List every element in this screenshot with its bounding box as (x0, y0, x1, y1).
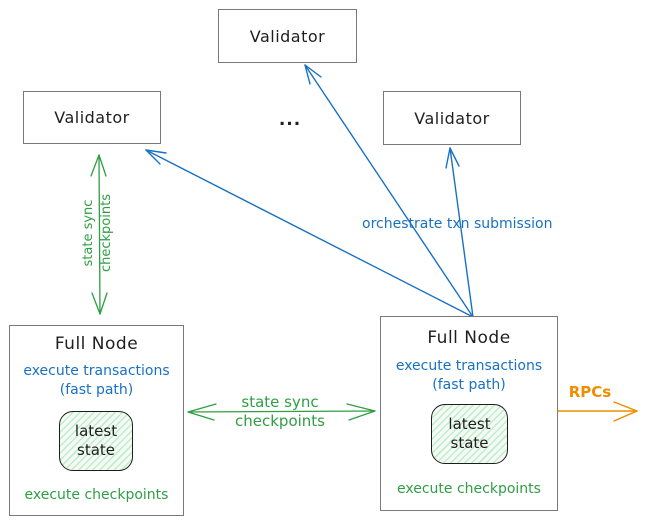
rpcs-arrowhead-icon (613, 401, 638, 422)
arrow-to-left-validator (145, 149, 474, 318)
arrowhead-right-validator-icon (445, 147, 460, 169)
latest-state-left-line2: state (77, 441, 115, 459)
state-sync-mid-arrowhead-left-icon (187, 403, 217, 421)
state-sync-left-arrowhead-top-icon (90, 154, 107, 177)
state-sync-left-label: state sync checkpoints (80, 183, 120, 283)
latest-state-box-left: latest state (59, 411, 133, 471)
state-sync-left-arrow (90, 154, 108, 315)
full-node-box-left: Full Node execute transactions (fast pat… (9, 325, 184, 516)
latest-state-left-line1: latest (74, 422, 118, 440)
full-node-right-title: Full Node (427, 328, 511, 348)
validator-box-top: Validator (218, 9, 357, 63)
latest-state-right-line2: state (450, 434, 489, 452)
rpcs-arrow (557, 401, 638, 422)
latest-state-box-right: latest state (431, 404, 508, 464)
full-node-right-exec-line2: (fast path) (432, 377, 506, 393)
validator-right-label: Validator (414, 108, 490, 128)
state-sync-mid-arrow (187, 403, 376, 421)
full-node-right-exec: execute transactions (fast path) (381, 357, 557, 395)
orchestrate-label: orchestrate txn submission (362, 216, 553, 232)
validator-left-label: Validator (54, 108, 130, 127)
validator-box-left: Validator (23, 91, 161, 144)
full-node-left-exec-line1: execute transactions (23, 363, 170, 379)
full-node-left-title: Full Node (54, 334, 139, 354)
state-sync-mid-label-line2: checkpoints (235, 412, 325, 430)
full-node-left-exec: execute transactions (fast path) (10, 362, 183, 400)
state-sync-mid-line (187, 410, 376, 413)
state-sync-mid-label: state sync checkpoints (225, 393, 335, 431)
full-node-left-footer: execute checkpoints (24, 487, 169, 503)
arrowhead-left-validator-icon (145, 149, 167, 165)
full-node-right-footer: execute checkpoints (397, 481, 541, 497)
rpcs-label: RPCs (568, 383, 612, 401)
arrow-to-right-validator (449, 147, 474, 318)
latest-state-right-line1: latest (448, 415, 491, 433)
state-sync-mid-label-line1: state sync (241, 393, 319, 411)
validators-ellipsis: ... (278, 110, 302, 130)
state-sync-left-line (98, 154, 101, 315)
full-node-left-exec-line2: (fast path) (59, 382, 134, 398)
full-node-box-right: Full Node execute transactions (fast pat… (380, 316, 558, 511)
state-sync-left-arrowhead-bottom-icon (91, 292, 108, 315)
arrow-to-top-validator (304, 64, 474, 318)
orchestrate-arrows (145, 64, 474, 318)
validator-top-label: Validator (249, 26, 326, 46)
state-sync-left-label-line2: checkpoints (99, 194, 114, 272)
state-sync-left-label-line1: state sync (81, 199, 96, 267)
full-node-right-exec-line1: execute transactions (395, 358, 543, 374)
validator-box-right: Validator (383, 91, 521, 145)
arrowhead-top-validator-icon (304, 64, 322, 85)
state-sync-mid-arrowhead-right-icon (346, 403, 376, 421)
